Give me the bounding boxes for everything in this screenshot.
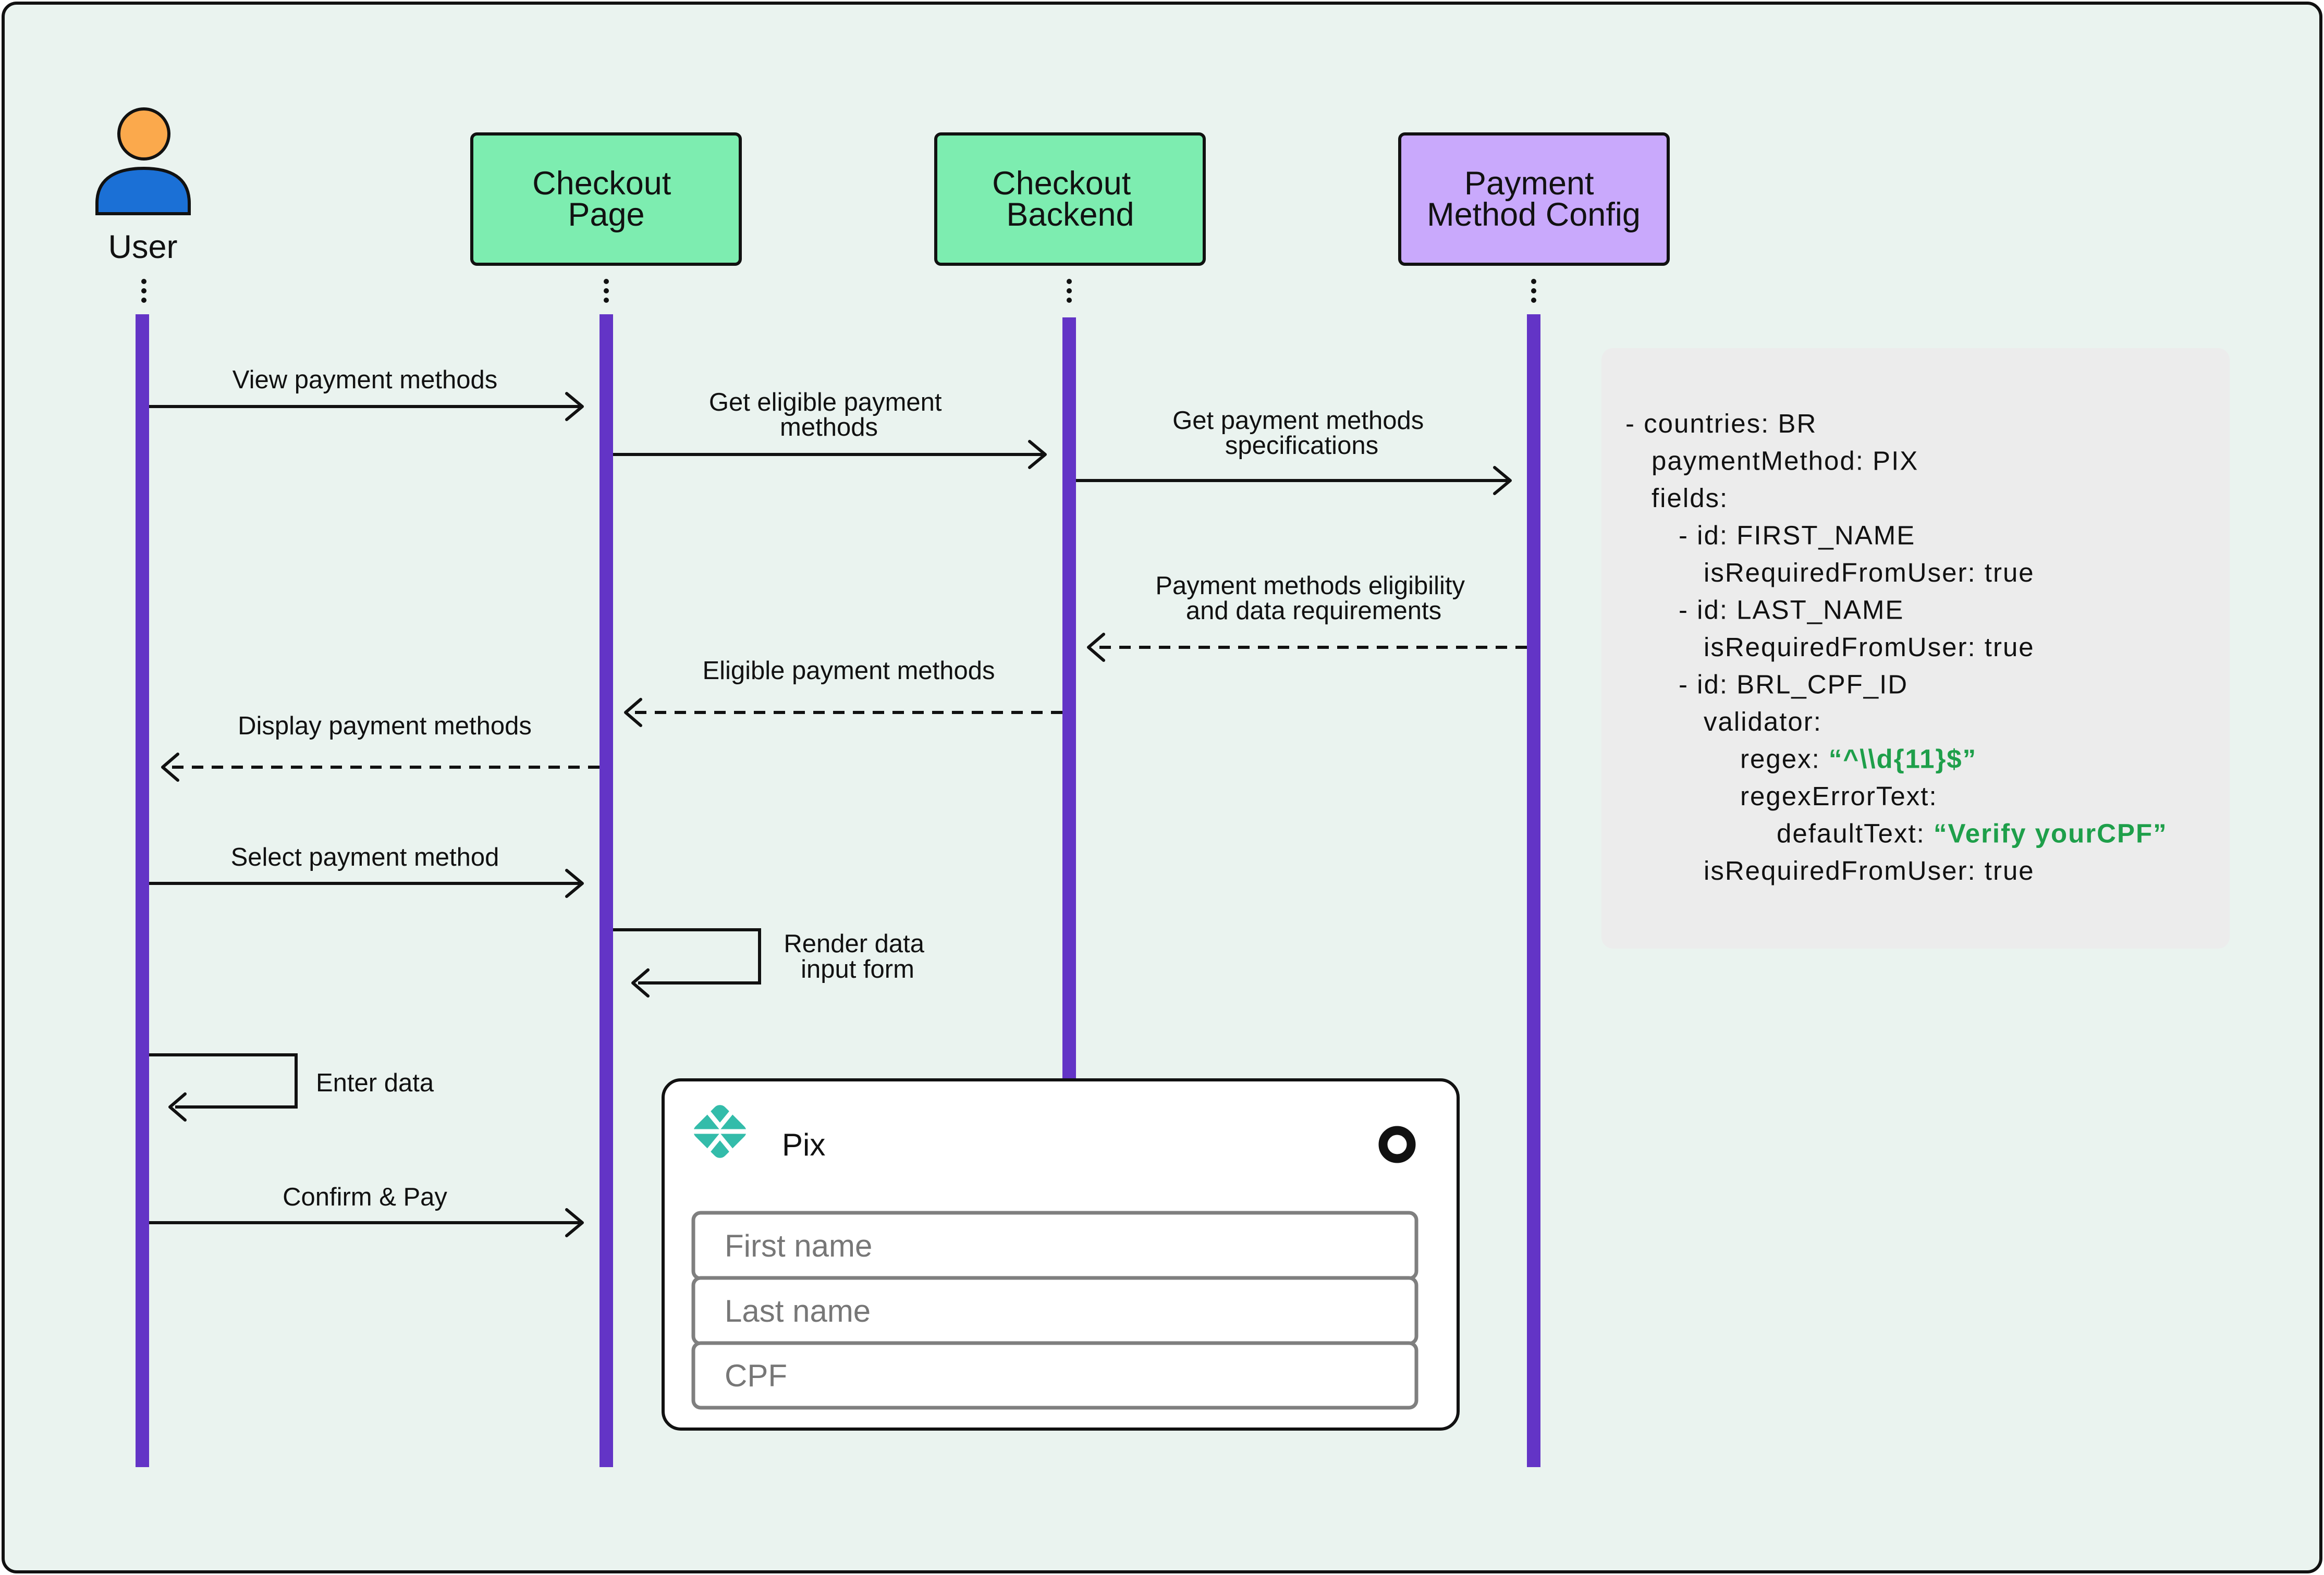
lifeline-user	[136, 314, 149, 1467]
user-actor: User	[95, 107, 191, 265]
svg-text:Render data input form: Render data input form	[784, 930, 931, 983]
user-body-icon	[95, 166, 191, 215]
message-get-eligible-payment-methods: Get eligible payment methods	[613, 388, 1047, 469]
pix-payment-form: Pix First name Last name CPF	[662, 1078, 1460, 1431]
arrowhead-icon	[565, 869, 584, 898]
svg-text:Get eligible payment met: Get eligible payment methods	[709, 388, 949, 441]
svg-text:View payment methods: View payment methods	[233, 366, 497, 394]
cpf-placeholder: CPF	[725, 1358, 787, 1393]
message-get-payment-methods-specifications: Get payment methods specifications	[1076, 407, 1512, 495]
lifeline-connectors	[141, 279, 1536, 303]
svg-text:Display payment methods: Display payment methods	[238, 712, 532, 740]
code-line: regex:	[1740, 744, 1829, 774]
code-line: defaultText:	[1777, 819, 1934, 848]
cpf-field[interactable]: CPF	[691, 1341, 1418, 1410]
user-label: User	[108, 229, 177, 265]
code-line: paymentMethod: PIX	[1652, 446, 1918, 476]
code-line: validator:	[1704, 707, 1822, 736]
participant-checkout-backend: Checkout Backend	[934, 132, 1206, 266]
first-name-placeholder: First name	[725, 1228, 872, 1263]
message-view-payment-methods: View payment methods	[149, 366, 584, 421]
participant-payment-method-config: Payment Method Config	[1398, 132, 1670, 266]
checkout-page-label: Checkout Page	[532, 165, 680, 233]
arrowhead-icon	[631, 968, 650, 998]
last-name-field[interactable]: Last name	[691, 1276, 1418, 1346]
code-value-string: “Verify yourCPF”	[1934, 819, 2168, 848]
svg-text:Payment methods eligibility: Payment methods eligibility and data req…	[1155, 572, 1472, 625]
lifeline-checkout-backend	[1062, 317, 1076, 1078]
message-eligibility-and-data-requirements: Payment methods eligibility and data req…	[1087, 572, 1527, 662]
user-head-icon	[117, 107, 170, 161]
svg-text:Select payment method: Select payment method	[231, 843, 499, 871]
arrowhead-icon	[624, 698, 642, 727]
lifeline-checkout-page	[600, 314, 613, 1467]
code-line: fields:	[1652, 483, 1728, 513]
message-display-payment-methods: Display payment methods	[161, 712, 600, 782]
code-line: - id: LAST_NAME	[1679, 595, 1904, 625]
pix-logo-icon	[693, 1105, 747, 1158]
lifeline-payment-config	[1527, 314, 1540, 1467]
payment-method-name: Pix	[782, 1127, 825, 1162]
message-render-data-input-form: Render data input form	[613, 928, 931, 998]
svg-text:Get payment methods spec: Get payment methods specifications	[1172, 407, 1431, 460]
arrowhead-icon	[1493, 466, 1512, 495]
payment-config-label: Payment Method Config	[1427, 165, 1641, 233]
code-line: regexErrorText:	[1740, 781, 1938, 811]
message-eligible-payment-methods: Eligible payment methods	[624, 657, 1062, 727]
message-enter-data: Enter data	[149, 1053, 434, 1122]
last-name-placeholder: Last name	[725, 1294, 871, 1328]
arrowhead-icon	[1028, 440, 1047, 469]
svg-text:Eligible payment methods: Eligible payment methods	[702, 657, 995, 685]
code-line: - id: FIRST_NAME	[1679, 521, 1915, 550]
svg-text:Enter data: Enter data	[316, 1069, 434, 1097]
arrowhead-icon	[565, 1208, 584, 1237]
message-select-payment-method: Select payment method	[149, 843, 584, 898]
config-code-text: - countries: BR paymentMethod: PIX fields:…	[1625, 409, 2168, 885]
code-value-string: “^\\d{11}$”	[1829, 744, 1977, 774]
code-line: - countries: BR	[1625, 409, 1817, 438]
message-confirm-and-pay: Confirm & Pay	[149, 1183, 584, 1237]
payment-method-radio[interactable]	[1378, 1126, 1416, 1163]
code-line: isRequiredFromUser: true	[1704, 632, 2035, 662]
arrowhead-icon	[565, 392, 584, 421]
arrowhead-icon	[161, 753, 179, 782]
checkout-backend-label: Checkout Backend	[992, 165, 1140, 233]
code-line: - id: BRL_CPF_ID	[1679, 670, 1908, 699]
code-line: isRequiredFromUser: true	[1704, 856, 2035, 885]
config-code-panel: - countries: BR paymentMethod: PIX fields:…	[1601, 348, 2230, 949]
first-name-field[interactable]: First name	[691, 1211, 1418, 1281]
participant-checkout-page: Checkout Page	[470, 132, 742, 266]
code-line: isRequiredFromUser: true	[1704, 558, 2035, 587]
svg-text:Confirm & Pay: Confirm & Pay	[283, 1183, 447, 1211]
arrowhead-icon	[1087, 633, 1105, 662]
arrowhead-icon	[168, 1092, 187, 1122]
